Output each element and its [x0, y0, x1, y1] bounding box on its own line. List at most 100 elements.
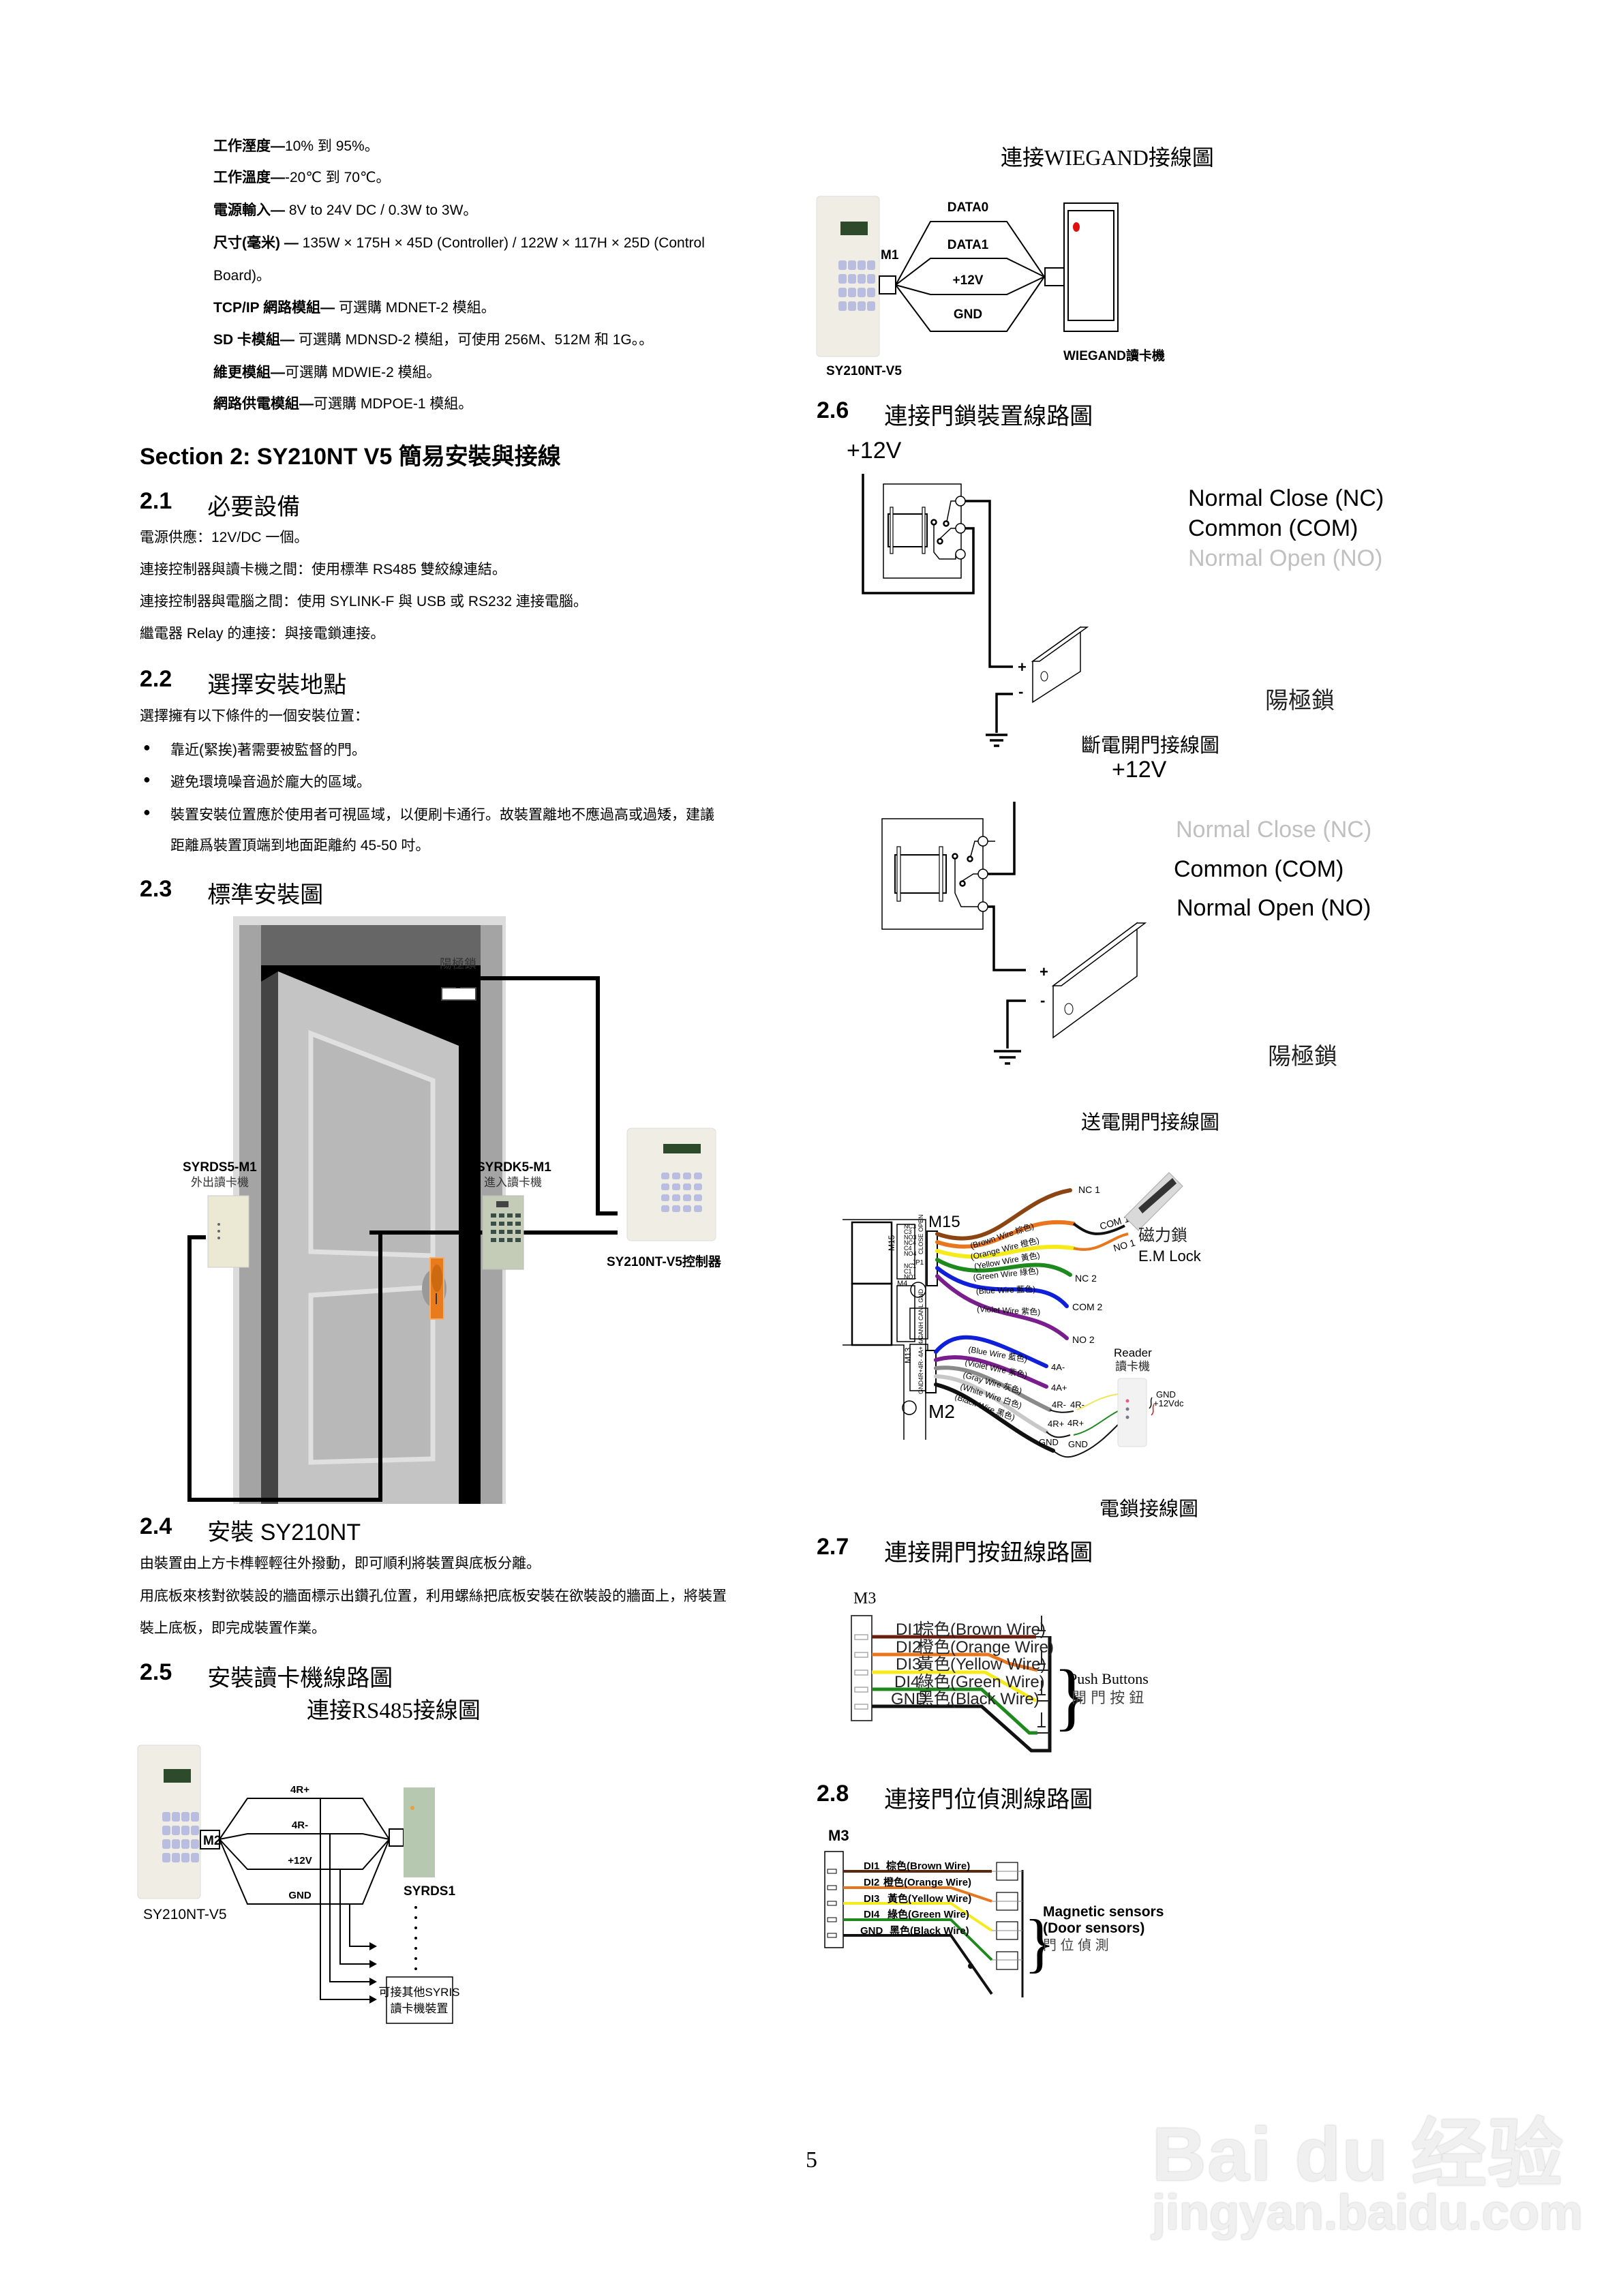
- wire-black: [934, 1383, 1055, 1453]
- controller-device: [626, 1128, 716, 1241]
- terminal-label: NO 2: [1072, 1334, 1095, 1345]
- relay-coil: [888, 513, 928, 547]
- com-label: Common (COM): [1188, 515, 1359, 541]
- terminal-label: COM 2: [1072, 1301, 1103, 1312]
- relay-diagram-fail-secure: + -: [881, 802, 1147, 1065]
- wire-label: 4R+: [290, 1784, 309, 1796]
- door-header: [239, 925, 502, 965]
- spec-wie-module: 維更模組—可選購 MDWIE-2 模組。: [213, 365, 441, 380]
- s22-bullet: 避免環境噪音過於龐大的區域。: [143, 771, 371, 791]
- com-terminal: [977, 868, 988, 879]
- spec-temperature: 工作溫度—-20℃ 到 70℃。: [213, 170, 391, 185]
- s21-line: 連接控制器與電腦之間：使用 SYLINK-F 與 USB 或 RS232 連接電…: [140, 594, 588, 609]
- wire-di3: [843, 1902, 993, 1932]
- standard-install-diagram: 陽極鎖 SYRDS5-M1 外出讀卡機 SYRDK5-M1 進入讀卡機 SY21…: [183, 916, 722, 1504]
- s22-bullet: 靠近(緊挨)著需要被監督的門。: [143, 739, 366, 759]
- nc-terminal: [977, 836, 988, 847]
- push-button-diagram: M3 DI1 DI2 DI3 DI4 GND 棕色(Brown Wire) 橙色…: [851, 1590, 1149, 1753]
- pcb-label: NO3: [904, 1234, 917, 1241]
- m3-label: M3: [853, 1590, 876, 1607]
- wire-label: GND: [288, 1890, 312, 1901]
- m15-label: M15: [928, 1213, 960, 1231]
- pcb-label: NO4: [904, 1250, 917, 1257]
- wire-label: 綠色(Green Wire): [888, 1908, 969, 1920]
- reader-label: SYRDS1: [404, 1884, 455, 1899]
- wire-4r-plus: [219, 1798, 390, 1840]
- sensors-label-en2: (Door sensors): [1043, 1920, 1144, 1936]
- lock-label: 陽極鎖: [440, 957, 476, 971]
- wire-label: DATA1: [947, 238, 989, 252]
- door-sensor-diagram: M3 DI1 DI2 DI3 DI4 GND 棕色(Brown Wire) 橙色…: [824, 1827, 1164, 1997]
- wire-blue: [935, 1266, 1069, 1308]
- wire-label: 綠色(Green Wire): [917, 1673, 1045, 1691]
- baidu-watermark-logo: Bai du 经验: [1152, 2113, 1564, 2196]
- reader-terminal: 4R+: [1067, 1418, 1084, 1428]
- relay-diagram-fail-safe: +12V + -: [847, 438, 1089, 747]
- wire-12v: [895, 276, 1045, 295]
- com-terminal: [955, 523, 966, 534]
- terminal-label: NC 1: [1078, 1184, 1100, 1195]
- terminal-label: NC 2: [1075, 1273, 1097, 1284]
- bolt-lock-icon: [1032, 626, 1081, 704]
- caption-em-lock: 電鎖接線圖: [1099, 1498, 1199, 1520]
- m2-label: M2: [203, 1834, 221, 1848]
- wire-di4: [843, 1918, 993, 1961]
- rs485-title: 連接RS485接線圖: [307, 1698, 481, 1723]
- pcb-label: M15: [887, 1235, 896, 1251]
- wire-gnd: [219, 1839, 390, 1905]
- sensors-label-cn: 門 位 偵 測: [1043, 1937, 1109, 1953]
- wire-gnd: [843, 1934, 993, 1995]
- wire-blue-2: [934, 1335, 1048, 1368]
- terminal-label: 4R-: [1052, 1400, 1066, 1410]
- reader-label-cn: 讀卡機: [1115, 1360, 1150, 1373]
- m1-label: M1: [881, 248, 899, 262]
- wire-white: [934, 1374, 1048, 1434]
- baidu-watermark-url: jingyan.baidu.com: [1152, 2186, 1583, 2240]
- no-label: Normal Open (NO): [1188, 545, 1383, 571]
- com-label: Common (COM): [1174, 856, 1344, 882]
- wire-id: DI1: [864, 1860, 879, 1872]
- minus-terminal: -: [1018, 683, 1023, 700]
- wire-di2: [872, 1652, 1038, 1672]
- supply-label: +12V: [847, 438, 902, 464]
- minus-terminal: -: [1040, 992, 1045, 1009]
- ground-wire: [1006, 999, 1026, 1048]
- wire-label: 黃色(Yellow Wire): [917, 1655, 1046, 1674]
- wire-label: 棕色(Brown Wire): [917, 1620, 1046, 1639]
- reader-label-en: Reader: [1114, 1346, 1152, 1359]
- push-button-icons: [1036, 1616, 1050, 1734]
- pcb-label: C1: [904, 1268, 912, 1275]
- reader-12v-label: +12Vdc: [1153, 1398, 1184, 1408]
- other-readers-line1: 可接其他SYRIS: [378, 1986, 459, 1999]
- rs485-diagram: 連接RS485接線圖 SY210NT-V5 M2 4R+ 4R- +12V GN…: [137, 1698, 481, 2024]
- section-title: Section 2: SY210NT V5 簡易安裝與接線: [140, 444, 561, 470]
- spec-dimensions-cont: Board)。: [213, 268, 271, 284]
- s21-line: 繼電器 Relay 的連接：與接電鎖連接。: [140, 626, 385, 641]
- wire-yellow: [935, 1245, 1076, 1259]
- pcb-label: M13: [903, 1347, 913, 1363]
- plus-terminal: +: [1018, 659, 1027, 676]
- brace-icon: }: [1053, 1655, 1089, 1738]
- wire-id: DI3: [864, 1893, 879, 1905]
- caption-fail-secure: 送電開門接線圖: [1081, 1112, 1220, 1134]
- pcb-label: CLOSE OPEN: [917, 1214, 924, 1254]
- pcb-label: NC3: [904, 1223, 916, 1230]
- wire-di3: [872, 1670, 1037, 1703]
- wire-id: DI2: [896, 1638, 921, 1657]
- wire-label: 黑色(Black Wire): [890, 1924, 969, 1937]
- wire-id: GND: [860, 1925, 883, 1937]
- ground-wire: [995, 693, 1013, 733]
- wire-label: 黃色(Yellow Wire): [888, 1892, 971, 1905]
- wire-id: DI4: [894, 1673, 920, 1691]
- pcb-label: JP1: [912, 1259, 924, 1267]
- pcb-label: CANH CANL GND: [917, 1288, 924, 1340]
- no-label: Normal Open (NO): [1177, 895, 1371, 921]
- wire-id: DI3: [896, 1655, 921, 1674]
- reader-label: WIEGAND讀卡機: [1063, 348, 1165, 363]
- wire-label: DATA0: [947, 200, 989, 215]
